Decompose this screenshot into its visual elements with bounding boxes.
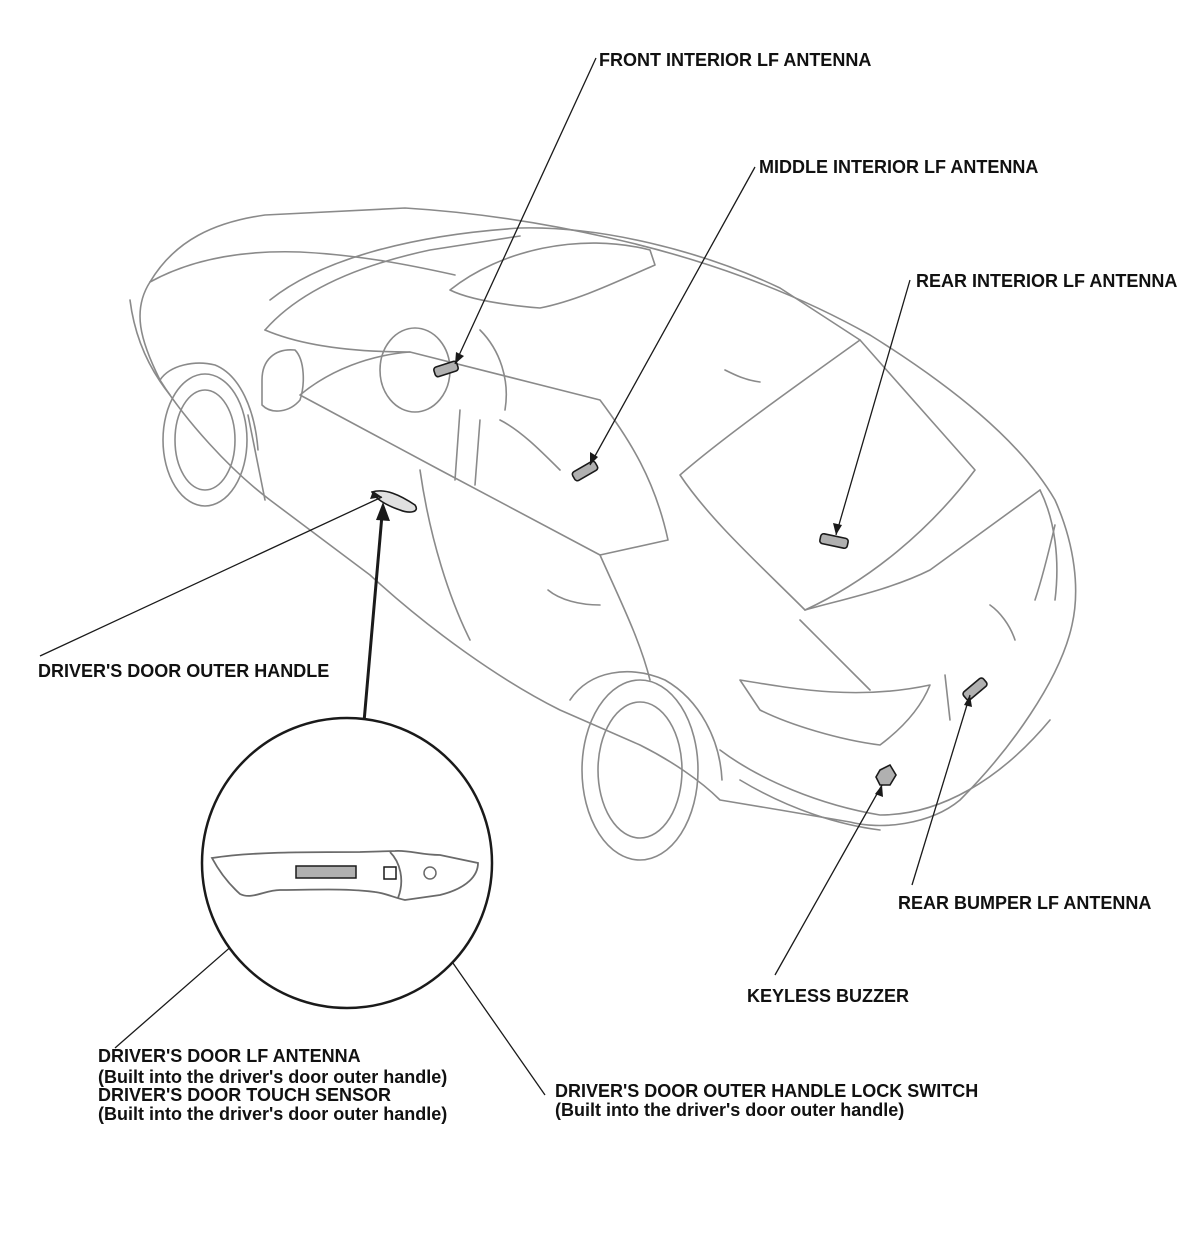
front-interior-antenna-part bbox=[433, 360, 459, 378]
enlarged-lf-antenna bbox=[295, 865, 357, 879]
leader-rear-interior bbox=[835, 279, 911, 536]
label-drivers-door-touch-sensor-note: (Built into the driver's door outer hand… bbox=[98, 1104, 448, 1124]
label-rear-bumper-lf-antenna: REAR BUMPER LF ANTENNA bbox=[898, 893, 1152, 913]
label-drivers-door-lf-antenna: DRIVER'S DOOR LF ANTENNA bbox=[98, 1046, 361, 1066]
door-handle-part bbox=[370, 490, 418, 513]
zoom-circle bbox=[200, 716, 494, 1010]
car-outline bbox=[129, 207, 1077, 861]
leader-driver-door-handle bbox=[39, 496, 383, 657]
rear-interior-antenna-part bbox=[819, 532, 849, 550]
leader-middle-interior bbox=[589, 166, 756, 466]
label-rear-interior-lf-antenna: REAR INTERIOR LF ANTENNA bbox=[916, 271, 1178, 291]
enlarged-keyhole bbox=[423, 866, 437, 880]
car-parts bbox=[370, 360, 988, 786]
label-lock-switch-note: (Built into the driver's door outer hand… bbox=[555, 1100, 905, 1120]
label-keyless-buzzer: KEYLESS BUZZER bbox=[747, 986, 910, 1006]
label-drivers-door-outer-handle: DRIVER'S DOOR OUTER HANDLE bbox=[38, 661, 330, 681]
label-lock-switch: DRIVER'S DOOR OUTER HANDLE LOCK SWITCH bbox=[555, 1081, 979, 1101]
zoom-arrow bbox=[362, 502, 390, 723]
rear-bumper-antenna-part bbox=[962, 677, 988, 701]
leader-front-interior bbox=[454, 57, 597, 365]
label-drivers-door-lf-antenna-note: (Built into the driver's door outer hand… bbox=[98, 1067, 448, 1087]
label-middle-interior-lf-antenna: MIDDLE INTERIOR LF ANTENNA bbox=[759, 157, 1039, 177]
keyless-buzzer-part bbox=[875, 763, 897, 786]
middle-interior-antenna-part bbox=[571, 460, 599, 482]
label-front-interior-lf-antenna: FRONT INTERIOR LF ANTENNA bbox=[599, 50, 872, 70]
label-drivers-door-touch-sensor: DRIVER'S DOOR TOUCH SENSOR bbox=[98, 1085, 391, 1105]
enlarged-lock-switch bbox=[383, 866, 397, 880]
leader-keyless-buzzer bbox=[774, 784, 883, 976]
leader-rear-bumper bbox=[911, 694, 971, 886]
leader-lines bbox=[39, 57, 971, 1096]
